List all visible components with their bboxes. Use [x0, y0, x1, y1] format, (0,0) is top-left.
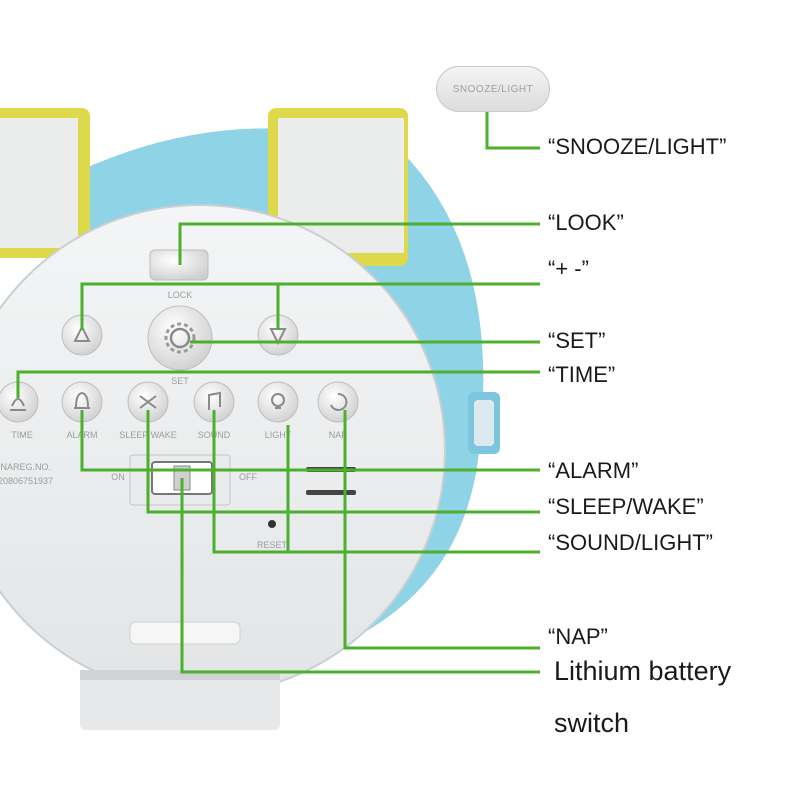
plus-button[interactable]: [61, 314, 103, 356]
leader-look: [178, 222, 540, 265]
alarm-button[interactable]: [61, 381, 103, 423]
leader-alarm: [80, 410, 540, 472]
callout-sound-light: “SOUND/LIGHT”: [548, 530, 713, 555]
leader-plus-minus: [80, 282, 540, 330]
callout-sleep-wake: “SLEEP/WAKE”: [548, 494, 704, 519]
nap-label: NAP: [329, 430, 348, 440]
leader-light: [286, 425, 540, 554]
reg-number-line1: INAREG.NO.: [0, 462, 51, 472]
switch-on-label: ON: [111, 472, 125, 482]
leader-lines: [16, 96, 540, 674]
switch-off-label: OFF: [239, 472, 257, 482]
callout-look: “LOOK”: [548, 210, 624, 235]
callout-nap: “NAP”: [548, 624, 608, 649]
bottom-slot: [129, 621, 241, 645]
reg-number-line2: 20806751937: [0, 476, 53, 486]
leader-nap: [343, 410, 540, 650]
set-button[interactable]: [147, 305, 213, 371]
leader-sound: [212, 410, 288, 554]
speaker-slot: [306, 490, 356, 495]
callout-alarm: “ALARM”: [548, 458, 639, 483]
callout-set: “SET”: [548, 328, 606, 353]
callout-battery-line1: Lithium battery: [554, 656, 732, 686]
callout-battery-line2: switch: [554, 708, 630, 738]
set-label: SET: [171, 376, 189, 386]
bottom-foot: [80, 670, 280, 730]
reset-hole[interactable]: [268, 520, 276, 528]
light-label: LIGHT: [265, 430, 292, 440]
callout-time: “TIME”: [548, 362, 616, 387]
leader-snooze-light: [485, 96, 540, 150]
left-ear-face: [0, 118, 78, 248]
leader-time: [16, 370, 540, 398]
lock-label: LOCK: [168, 290, 193, 300]
light-button[interactable]: [257, 381, 299, 423]
snooze-light-button[interactable]: SNOOZE/LIGHT: [436, 66, 550, 112]
reset-label: RESET: [257, 540, 288, 550]
nap-button[interactable]: [317, 381, 359, 423]
leader-sleep-wake: [146, 410, 540, 514]
leader-battery: [180, 478, 540, 674]
bottom-foot-edge: [80, 670, 280, 680]
time-label: TIME: [11, 430, 33, 440]
shell-side-tab-inner: [474, 400, 494, 446]
callout-snooze-light: “SNOOZE/LIGHT”: [548, 134, 727, 159]
callout-plus-minus: “+ -”: [548, 256, 589, 281]
